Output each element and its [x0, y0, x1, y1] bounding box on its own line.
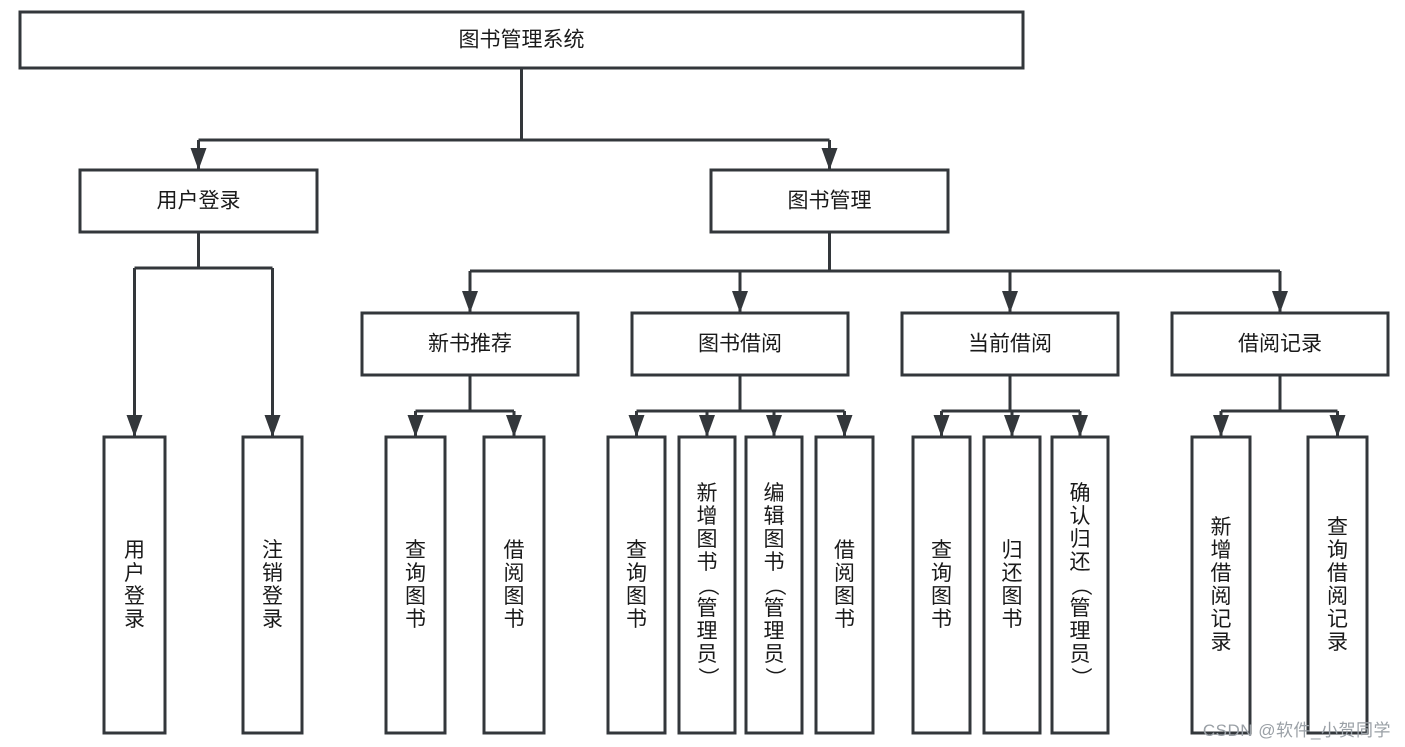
arrow-head-icon — [1072, 415, 1088, 437]
arrow-head-icon — [190, 148, 207, 170]
node-level3-label-1: 图书借阅 — [698, 333, 782, 356]
arrow-head-icon — [1213, 415, 1229, 437]
node-leaf-9 — [982, 435, 1042, 735]
arrow-head-icon — [732, 291, 748, 313]
arrow-head-icon — [1329, 415, 1346, 437]
node-root — [18, 10, 1025, 70]
node-leaf-4 — [606, 435, 667, 735]
node-leaf-8 — [911, 435, 972, 735]
node-leaf-1 — [241, 435, 304, 735]
node-level2-label-1: 图书管理 — [788, 190, 872, 213]
node-leaf-11 — [1190, 435, 1252, 735]
arrow-head-icon — [766, 415, 782, 437]
node-level3-0 — [360, 311, 580, 377]
node-level2-1 — [709, 168, 950, 234]
arrow-head-icon — [264, 415, 281, 437]
arrow-head-icon — [699, 415, 715, 437]
node-leaf-12 — [1306, 435, 1369, 735]
arrow-head-icon — [933, 415, 950, 437]
node-level2-label-0: 用户登录 — [157, 190, 241, 213]
node-level3-label-3: 借阅记录 — [1238, 333, 1322, 356]
node-leaf-3 — [482, 435, 546, 735]
arrow-head-icon — [407, 415, 424, 437]
node-level3-label-0: 新书推荐 — [428, 333, 512, 356]
arrow-head-icon — [1002, 291, 1018, 313]
node-level3-2 — [900, 311, 1120, 377]
node-root-label: 图书管理系统 — [459, 29, 585, 52]
node-leaf-5 — [677, 435, 737, 735]
node-level3-label-2: 当前借阅 — [968, 333, 1052, 356]
node-level3-3 — [1170, 311, 1390, 377]
node-leaf-6 — [744, 435, 804, 735]
arrow-head-icon — [836, 415, 853, 437]
node-leaf-10 — [1050, 435, 1110, 735]
node-leaf-0 — [102, 435, 167, 735]
arrow-head-icon — [462, 291, 478, 313]
node-level3-1 — [630, 311, 850, 377]
arrow-head-icon — [1272, 291, 1288, 313]
arrow-head-icon — [821, 148, 838, 170]
arrow-head-icon — [1004, 415, 1020, 437]
boxes-layer — [18, 10, 1390, 735]
node-leaf-7 — [814, 435, 875, 735]
watermark-text: CSDN @软件_小贺同学 — [1202, 721, 1391, 740]
connectors-layer — [126, 68, 1346, 437]
arrow-head-icon — [628, 415, 645, 437]
node-leaf-2 — [384, 435, 447, 735]
arrow-head-icon — [126, 415, 143, 437]
arrow-head-icon — [506, 415, 522, 437]
node-level2-0 — [78, 168, 319, 234]
